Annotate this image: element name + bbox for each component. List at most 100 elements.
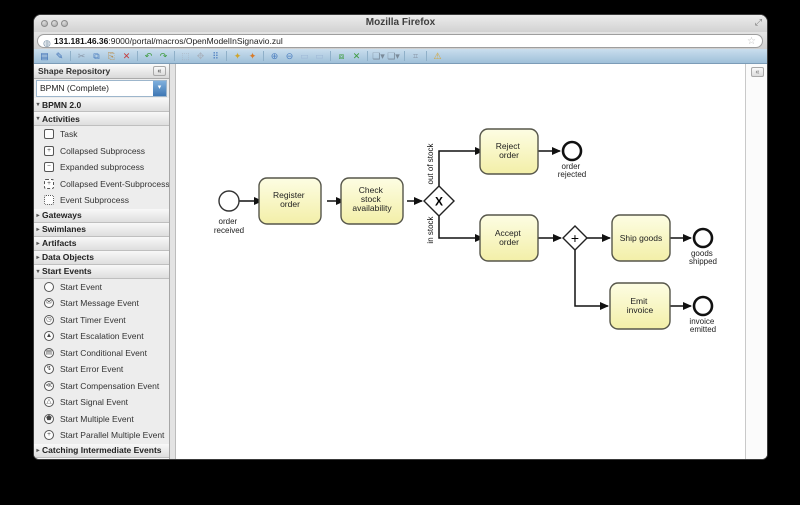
start-compensation-event-icon: ≪ (44, 380, 54, 391)
delete-button[interactable]: ✕ (122, 51, 131, 61)
ungroup-button[interactable]: ✕ (352, 51, 361, 61)
group-button[interactable]: ⧈ (338, 51, 345, 61)
parallel-gateway-node[interactable] (562, 225, 588, 251)
expand-arrow-icon: ▸ (36, 254, 40, 261)
shape-label: Start Conditional Event (60, 347, 147, 358)
start-event-node[interactable] (218, 190, 240, 212)
toolbar-separator (330, 51, 331, 61)
stencil-set-dropdown[interactable]: BPMN (Complete) ▾ (36, 80, 167, 97)
panel-splitter[interactable] (170, 64, 176, 459)
shape-start-multiple-event[interactable]: ⬟ Start Multiple Event (34, 411, 169, 428)
minimize-button[interactable] (51, 20, 58, 27)
collapse-panel-icon[interactable]: « (153, 66, 166, 76)
connect-tool-button[interactable]: ✦ (233, 51, 242, 61)
pan-tool-button[interactable]: ✥ (196, 51, 205, 61)
copy-button[interactable]: ⧉ (93, 51, 100, 61)
resize-icon[interactable]: ⤢ (754, 17, 762, 27)
end-event-order-rejected-label: order rejected (558, 162, 586, 179)
shape-repository-panel: Shape Repository « BPMN (Complete) ▾ ▾BP… (34, 64, 170, 459)
shape-start-conditional-event[interactable]: ▤ Start Conditional Event (34, 345, 169, 362)
redo-button[interactable]: ↷ (159, 51, 168, 61)
cut-button[interactable]: ✂ (77, 51, 86, 61)
shape-task[interactable]: Task (34, 126, 169, 143)
shape-event-subprocess[interactable]: Event Subprocess (34, 192, 169, 209)
start-multiple-event-icon: ⬟ (44, 413, 54, 424)
event-subprocess-icon (44, 195, 54, 206)
tree-section-gateways[interactable]: ▸Gateways (34, 208, 169, 223)
task-reject-order[interactable] (479, 128, 539, 175)
window-title: Mozilla Firefox (365, 17, 436, 28)
start-error-event-icon: ↯ (44, 364, 54, 375)
toolbar-separator (367, 51, 368, 61)
shape-start-parallel-multiple-event[interactable]: +Start Parallel Multiple Event (34, 427, 169, 444)
flow-xor-to-reject[interactable] (438, 147, 484, 186)
url-host: 131.181.46.36 (54, 36, 109, 46)
end-event-invoice-emitted[interactable] (692, 295, 714, 317)
zoom-button[interactable] (61, 20, 68, 27)
tree-section-throwing-intermediate-events[interactable]: ▸Throwing Intermediate Events (34, 457, 169, 459)
task-ship-goods[interactable] (611, 214, 671, 262)
task-accept-order[interactable] (479, 214, 539, 262)
shape-label: Start Message Event (60, 298, 139, 309)
expand-arrow-icon: ▸ (36, 447, 40, 454)
edge-label-out-of-stock: out of stock (426, 143, 435, 185)
panel-title: Shape Repository (38, 66, 111, 76)
task-emit-invoice[interactable] (609, 282, 671, 330)
zoom-out-button[interactable]: ⊖ (285, 51, 294, 61)
shape-start-timer-event[interactable]: ◷Start Timer Event (34, 312, 169, 329)
tree-section-swimlanes[interactable]: ▸Swimlanes (34, 222, 169, 237)
expand-panel-icon[interactable]: « (751, 67, 764, 77)
end-event-order-rejected[interactable] (561, 140, 583, 162)
start-message-event-icon: ✉ (44, 298, 54, 309)
import-menu-button[interactable]: ❏▾ (387, 51, 400, 61)
shape-start-message-event[interactable]: ✉ Start Message Event (34, 295, 169, 312)
tree-section-artifacts[interactable]: ▸Artifacts (34, 236, 169, 251)
shape-expanded-subprocess[interactable]: −Expanded subprocess (34, 159, 169, 176)
connect-alt-tool-button[interactable]: ✦ (248, 51, 257, 61)
tree-section-activities[interactable]: ▾Activities (34, 112, 169, 126)
start-conditional-event-icon: ▤ (44, 347, 54, 358)
end-event-goods-shipped-label: goods shipped (689, 249, 717, 266)
toolbar-separator (70, 51, 71, 61)
shape-start-event[interactable]: Start Event (34, 279, 169, 296)
tree-section-data-objects[interactable]: ▸Data Objects (34, 250, 169, 265)
shape-start-compensation-event[interactable]: ≪Start Compensation Event (34, 378, 169, 395)
shape-label: Start Multiple Event (60, 413, 134, 424)
task-register-order-label: Register order (273, 190, 307, 209)
save-button[interactable]: ▤ (40, 51, 49, 61)
flow-parallel-to-emit[interactable] (574, 250, 609, 310)
task-register-order[interactable] (258, 177, 322, 225)
shape-collapsed-subprocess[interactable]: +Collapsed Subprocess (34, 143, 169, 160)
export-menu-button[interactable]: ❏▾ (372, 51, 385, 61)
save-as-button[interactable]: ✎ (55, 51, 64, 61)
shape-start-escalation-event[interactable]: ▲Start Escalation Event (34, 328, 169, 345)
start-escalation-event-icon: ▲ (44, 331, 54, 342)
task-ship-goods-label: Ship goods (620, 233, 663, 243)
start-signal-event-icon: △ (44, 397, 54, 408)
fit-width-button[interactable]: ▭ (300, 51, 309, 61)
shape-label: Start Timer Event (60, 314, 126, 325)
shape-start-signal-event[interactable]: △Start Signal Event (34, 394, 169, 411)
task-check-stock-availability[interactable] (340, 177, 404, 225)
shape-start-error-event[interactable]: ↯Start Error Event (34, 361, 169, 378)
flow-xor-to-accept[interactable] (438, 216, 484, 242)
zoom-in-button[interactable]: ⊕ (270, 51, 279, 61)
undo-button[interactable]: ↶ (144, 51, 153, 61)
select-tool-button[interactable]: ⬚ (181, 51, 190, 61)
end-event-goods-shipped[interactable] (692, 227, 714, 249)
bookmark-star-icon[interactable]: ☆ (747, 36, 756, 47)
close-button[interactable] (41, 20, 48, 27)
tree-section-start-events[interactable]: ▾Start Events (34, 264, 169, 279)
toolbar-separator (226, 51, 227, 61)
url-input[interactable]: ◍ 131.181.46.36:9000/portal/macros/OpenM… (37, 34, 763, 48)
diagram-canvas[interactable]: order received Register order Check stoc… (176, 64, 767, 459)
plugins-button[interactable]: ⌗ (412, 51, 419, 61)
paste-button[interactable]: ⎘ (107, 51, 116, 61)
tree-section-bpmn20[interactable]: ▾BPMN 2.0 (34, 98, 169, 112)
fit-page-button[interactable]: ▭ (315, 51, 324, 61)
exclusive-gateway-node[interactable] (423, 185, 455, 217)
tree-section-catching-intermediate-events[interactable]: ▸Catching Intermediate Events (34, 443, 169, 458)
validation-button[interactable]: ⚠ (433, 51, 442, 61)
shape-collapsed-event-subprocess[interactable]: +Collapsed Event-Subprocess (34, 176, 169, 193)
multi-select-button[interactable]: ⠿ (212, 51, 219, 61)
